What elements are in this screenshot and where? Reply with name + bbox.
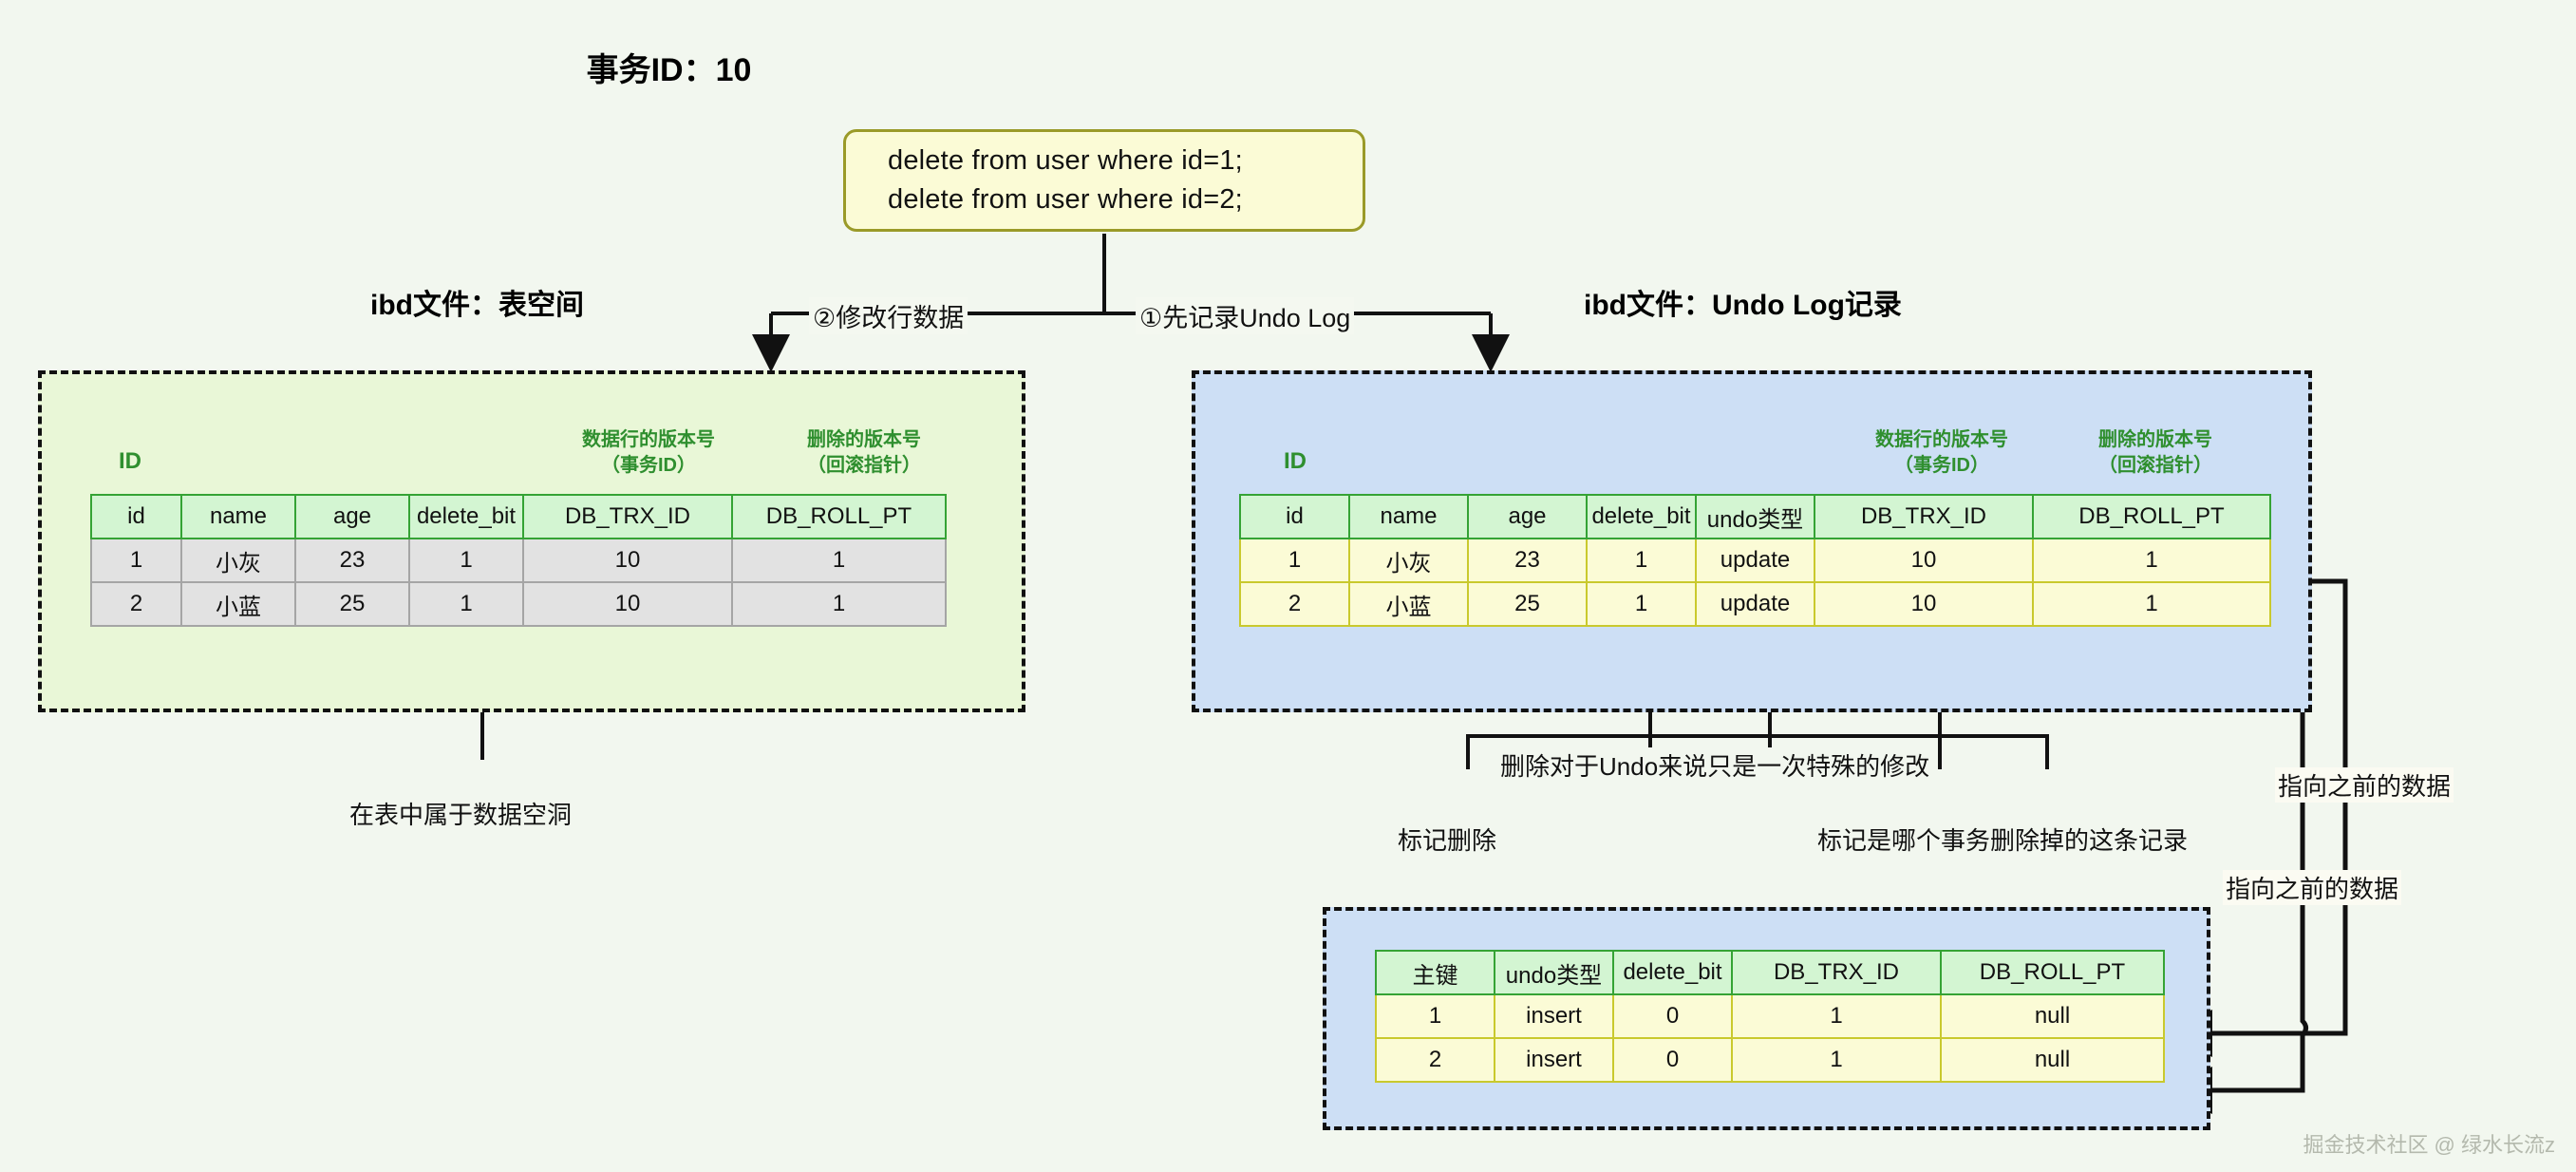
right-section-title: ibd文件：Undo Log记录: [1584, 290, 1902, 321]
cell-delete-bit: 1: [1586, 581, 1697, 627]
table-row: 1 小灰 23 1 10 1: [90, 538, 947, 583]
cell-name: 小蓝: [180, 581, 296, 627]
th-age: age: [1467, 494, 1588, 539]
cell-db-roll-pt: 1: [731, 538, 947, 583]
sql-line-2: delete from user where id=2;: [888, 184, 1243, 215]
cell-delete-bit: 1: [408, 581, 524, 627]
cell-db-roll-pt: null: [1940, 1037, 2165, 1083]
branch-label-modify-row: ②修改行数据: [809, 297, 968, 334]
left-section-title: ibd文件：表空间: [370, 290, 584, 321]
cell-name: 小蓝: [1348, 581, 1469, 627]
left-caption-version: 数据行的版本号 （事务ID）: [582, 429, 715, 476]
cell-delete-bit: 0: [1612, 993, 1733, 1039]
table-row: 1 小灰 23 1 update 10 1: [1239, 538, 2271, 583]
table-row: 2 小蓝 25 1 10 1: [90, 581, 947, 627]
cell-age: 25: [294, 581, 410, 627]
pointer-label-upper: 指向之前的数据: [2275, 767, 2454, 803]
cell-db-trx-id: 10: [1814, 581, 2034, 627]
cell-id: 1: [1239, 538, 1350, 583]
cell-delete-bit: 0: [1612, 1037, 1733, 1083]
cell-db-roll-pt: null: [1940, 993, 2165, 1039]
cell-name: 小灰: [180, 538, 296, 583]
sql-line-1: delete from user where id=1;: [888, 144, 1243, 176]
cell-db-roll-pt: 1: [731, 581, 947, 627]
right-caption-version: 数据行的版本号 （事务ID）: [1875, 429, 2008, 476]
th-id: id: [1239, 494, 1350, 539]
cell-primary-key: 1: [1375, 993, 1495, 1039]
th-delete-bit: delete_bit: [1586, 494, 1697, 539]
annotation-mark-delete: 标记删除: [1398, 822, 1497, 857]
table-row: 2 小蓝 25 1 update 10 1: [1239, 581, 2271, 627]
left-caption-delete-version: 删除的版本号 （回滚指针）: [807, 429, 921, 476]
th-db-trx-id: DB_TRX_ID: [1731, 950, 1942, 995]
th-db-trx-id: DB_TRX_ID: [1814, 494, 2034, 539]
annotation-mark-which-trx: 标记是哪个事务删除掉的这条记录: [1817, 822, 2189, 857]
th-age: age: [294, 494, 410, 539]
cell-db-trx-id: 10: [1814, 538, 2034, 583]
cell-db-trx-id: 10: [522, 538, 733, 583]
th-delete-bit: delete_bit: [1612, 950, 1733, 995]
cell-db-trx-id: 1: [1731, 993, 1942, 1039]
tablespace-table: id name age delete_bit DB_TRX_ID DB_ROLL…: [90, 494, 947, 627]
annotation-delete-is-special-update: 删除对于Undo来说只是一次特殊的修改: [1500, 747, 1930, 783]
cell-primary-key: 2: [1375, 1037, 1495, 1083]
transaction-title: 事务ID：10: [586, 52, 752, 88]
cell-db-roll-pt: 1: [2032, 538, 2271, 583]
th-delete-bit: delete_bit: [408, 494, 524, 539]
th-db-roll-pt: DB_ROLL_PT: [731, 494, 947, 539]
table-header-row: id name age delete_bit DB_TRX_ID DB_ROLL…: [90, 494, 947, 539]
th-db-roll-pt: DB_ROLL_PT: [2032, 494, 2271, 539]
cell-undo-type: insert: [1494, 993, 1614, 1039]
branch-label-record-undo-log: ①先记录Undo Log: [1136, 297, 1355, 334]
cell-delete-bit: 1: [1586, 538, 1697, 583]
cell-undo-type: update: [1695, 538, 1815, 583]
pointer-label-lower: 指向之前的数据: [2223, 870, 2402, 905]
undo-log-table: id name age delete_bit undo类型 DB_TRX_ID …: [1239, 494, 2271, 627]
th-db-roll-pt: DB_ROLL_PT: [1940, 950, 2165, 995]
th-db-trx-id: DB_TRX_ID: [522, 494, 733, 539]
th-name: name: [180, 494, 296, 539]
cell-undo-type: update: [1695, 581, 1815, 627]
cell-db-trx-id: 1: [1731, 1037, 1942, 1083]
table-row: 2 insert 0 1 null: [1375, 1037, 2165, 1083]
right-caption-delete-version: 删除的版本号 （回滚指针）: [2098, 429, 2212, 476]
th-id: id: [90, 494, 182, 539]
cell-age: 25: [1467, 581, 1588, 627]
cell-name: 小灰: [1348, 538, 1469, 583]
cell-db-roll-pt: 1: [2032, 581, 2271, 627]
th-name: name: [1348, 494, 1469, 539]
cell-id: 1: [90, 538, 182, 583]
table-header-row: 主键 undo类型 delete_bit DB_TRX_ID DB_ROLL_P…: [1375, 950, 2165, 995]
cell-delete-bit: 1: [408, 538, 524, 583]
table-header-row: id name age delete_bit undo类型 DB_TRX_ID …: [1239, 494, 2271, 539]
right-id-caption: ID: [1284, 448, 1307, 474]
th-primary-key: 主键: [1375, 950, 1495, 995]
cell-undo-type: insert: [1494, 1037, 1614, 1083]
cell-db-trx-id: 10: [522, 581, 733, 627]
sql-statement-box: delete from user where id=1; delete from…: [843, 129, 1365, 232]
cell-id: 2: [1239, 581, 1350, 627]
annotation-data-hole: 在表中属于数据空洞: [349, 796, 573, 831]
cell-age: 23: [1467, 538, 1588, 583]
th-undo-type: undo类型: [1695, 494, 1815, 539]
cell-age: 23: [294, 538, 410, 583]
th-undo-type: undo类型: [1494, 950, 1614, 995]
watermark: 掘金技术社区 @ 绿水长流z: [2303, 1133, 2555, 1157]
undo-insert-table: 主键 undo类型 delete_bit DB_TRX_ID DB_ROLL_P…: [1375, 950, 2165, 1083]
table-row: 1 insert 0 1 null: [1375, 993, 2165, 1039]
cell-id: 2: [90, 581, 182, 627]
left-id-caption: ID: [119, 448, 141, 474]
